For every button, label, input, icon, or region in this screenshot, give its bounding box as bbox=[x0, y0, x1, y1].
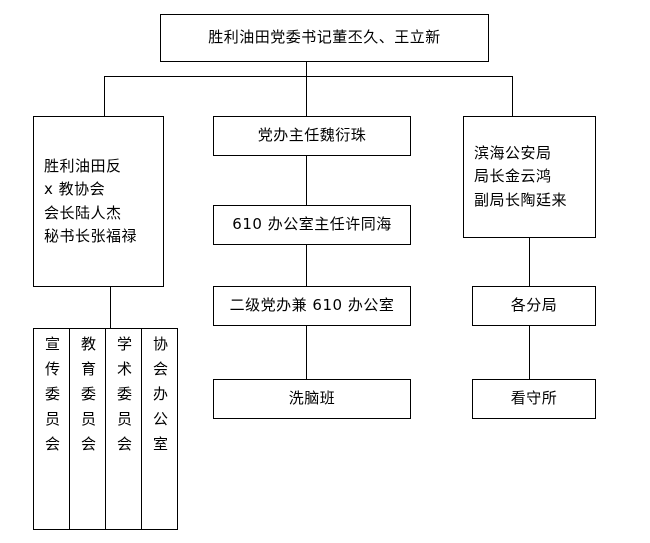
box-party-office-director-label: 党办主任魏衍珠 bbox=[257, 126, 367, 145]
box-610-office-director-label: 610 办公室主任许同海 bbox=[232, 215, 392, 234]
connector-top-stem bbox=[306, 62, 307, 76]
connector-bus-drop-right bbox=[512, 76, 513, 116]
assoc-line-4: 秘书长张福禄 bbox=[44, 226, 138, 245]
connector-610-to-secondary-office bbox=[306, 245, 307, 286]
box-secondary-party-610-office: 二级党办兼 610 办公室 bbox=[213, 286, 411, 326]
committee-label-propaganda: 宣传委员会 bbox=[43, 336, 61, 461]
committee-label-association-office: 协会办公室 bbox=[151, 336, 169, 461]
box-top-party-secretary-label: 胜利油田党委书记董丕久、王立新 bbox=[208, 28, 441, 47]
committee-cell-propaganda: 宣传委员会 bbox=[34, 329, 70, 529]
committee-label-academic: 学术委员会 bbox=[115, 336, 133, 461]
connector-bus-drop-left bbox=[104, 76, 105, 116]
box-branch-bureaus-label: 各分局 bbox=[510, 296, 558, 315]
committee-cell-education: 教育委员会 bbox=[70, 329, 106, 529]
box-party-office-director: 党办主任魏衍珠 bbox=[213, 116, 411, 156]
committee-cell-academic: 学术委员会 bbox=[106, 329, 142, 529]
assoc-line-2: x 教协会 bbox=[44, 180, 106, 199]
box-anti-x-religion-association: 胜利油田反 x 教协会 会长陆人杰 秘书长张福禄 bbox=[33, 116, 164, 287]
committees-table: 宣传委员会 教育委员会 学术委员会 协会办公室 bbox=[33, 328, 178, 530]
psb-line-3: 副局长陶廷来 bbox=[474, 190, 568, 209]
box-branch-bureaus: 各分局 bbox=[472, 286, 596, 326]
connector-assoc-to-committees bbox=[110, 287, 111, 328]
connector-party-office-to-610 bbox=[306, 156, 307, 205]
box-detention-center: 看守所 bbox=[472, 379, 596, 419]
assoc-line-3: 会长陆人杰 bbox=[44, 203, 122, 222]
committee-label-education: 教育委员会 bbox=[79, 336, 97, 461]
box-brainwashing-class-label: 洗脑班 bbox=[288, 389, 336, 408]
box-brainwashing-class: 洗脑班 bbox=[213, 379, 411, 419]
connector-main-bus bbox=[104, 76, 513, 77]
box-secondary-party-610-office-label: 二级党办兼 610 办公室 bbox=[229, 296, 395, 315]
committee-cell-association-office: 协会办公室 bbox=[142, 329, 177, 529]
box-binhai-public-security-bureau: 滨海公安局 局长金云鸿 副局长陶廷来 bbox=[463, 116, 596, 238]
assoc-line-1: 胜利油田反 bbox=[44, 157, 122, 175]
connector-psb-to-branches bbox=[529, 238, 530, 286]
box-detention-center-label: 看守所 bbox=[510, 389, 558, 408]
connector-bus-drop-middle bbox=[306, 76, 307, 116]
psb-line-1: 滨海公安局 bbox=[474, 144, 552, 163]
box-610-office-director: 610 办公室主任许同海 bbox=[213, 205, 411, 245]
box-top-party-secretary: 胜利油田党委书记董丕久、王立新 bbox=[160, 14, 489, 62]
psb-line-2: 局长金云鸿 bbox=[474, 167, 552, 186]
connector-branches-to-detention bbox=[529, 326, 530, 379]
connector-secondary-office-to-brainwashing bbox=[306, 326, 307, 379]
